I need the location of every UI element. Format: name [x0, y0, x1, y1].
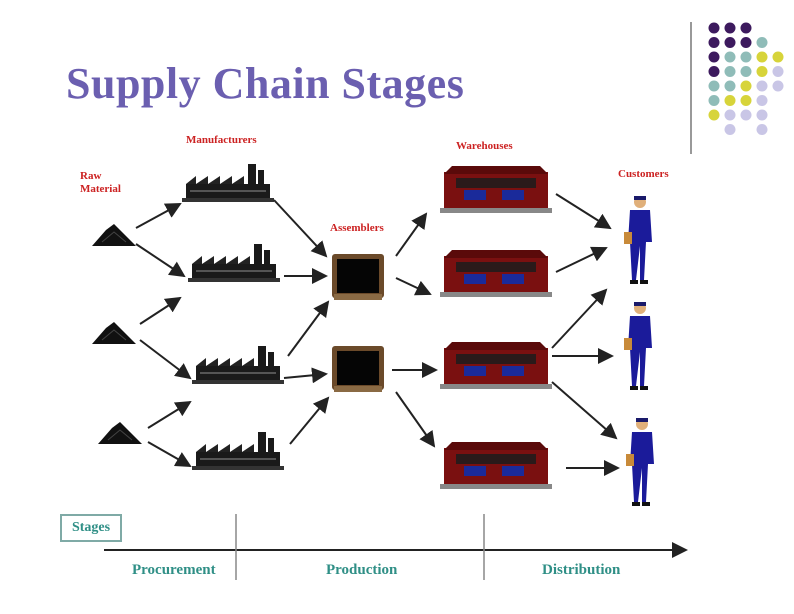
- decorative-dot: [740, 66, 752, 77]
- customer-person-icon: [626, 418, 654, 506]
- decorative-dot: [740, 80, 752, 92]
- warehouse-icon: [440, 166, 552, 213]
- decorative-dot: [708, 66, 720, 77]
- decorative-dot: [740, 109, 752, 121]
- decorative-dot: [756, 66, 768, 77]
- warehouse-icon: [440, 342, 552, 389]
- factory-icon: [182, 164, 274, 202]
- decorative-dot: [756, 109, 768, 121]
- label-manufacturers: Manufacturers: [186, 134, 257, 146]
- decorative-dot: [724, 80, 736, 92]
- decorative-dot: [772, 80, 784, 92]
- monitor-icon: [332, 254, 384, 300]
- decorative-dot: [740, 22, 752, 34]
- decorative-dot: [756, 37, 768, 48]
- decorative-dot: [724, 109, 736, 121]
- decorative-dot: [724, 95, 736, 106]
- factory-icon: [192, 346, 284, 384]
- factory-icon: [188, 244, 280, 282]
- decorative-dot: [772, 51, 784, 63]
- decorative-dot: [708, 109, 720, 121]
- warehouse-icon: [440, 250, 552, 297]
- customer-person-icon: [624, 196, 652, 284]
- decorative-dot: [756, 51, 768, 63]
- label-customers: Customers: [618, 168, 669, 180]
- decorative-divider-line: [690, 48, 692, 154]
- decorative-dot: [740, 95, 752, 106]
- phase-distribution: Distribution: [542, 562, 621, 578]
- flow-arrows: [104, 193, 688, 558]
- decorative-dot: [708, 37, 720, 48]
- customer-person-icon: [624, 302, 652, 390]
- label-warehouses: Warehouses: [456, 140, 513, 152]
- decorative-dot: [724, 22, 736, 34]
- decorative-dot: [708, 22, 720, 34]
- label-assemblers: Assemblers: [330, 222, 384, 234]
- stages-box: Stages: [60, 514, 122, 542]
- warehouse-icon: [440, 442, 552, 489]
- label-raw-material: Raw Material: [80, 170, 121, 195]
- phase-procurement: Procurement: [132, 562, 216, 578]
- decorative-dot: [724, 66, 736, 77]
- raw-material-pile-icon: [97, 421, 143, 445]
- phase-production: Production: [326, 562, 398, 578]
- decorative-dot-grid: [708, 22, 784, 135]
- decorative-dot: [724, 37, 736, 48]
- decorative-dot: [724, 124, 736, 135]
- decorative-dot: [724, 51, 736, 63]
- decorative-dot: [772, 66, 784, 77]
- decorative-dot: [756, 80, 768, 92]
- decorative-dot: [708, 80, 720, 92]
- decorative-dot: [708, 95, 720, 106]
- decorative-dot: [740, 51, 752, 63]
- decorative-dot: [756, 124, 768, 135]
- raw-material-pile-icon: [91, 321, 137, 345]
- decorative-dot: [740, 37, 752, 48]
- decorative-dot: [708, 51, 720, 63]
- factory-icon: [192, 432, 284, 470]
- slide-title: Supply Chain Stages: [66, 59, 465, 108]
- monitor-icon: [332, 346, 384, 392]
- raw-material-pile-icon: [91, 223, 137, 247]
- decorative-divider-line: [690, 22, 692, 48]
- decorative-dot: [756, 95, 768, 106]
